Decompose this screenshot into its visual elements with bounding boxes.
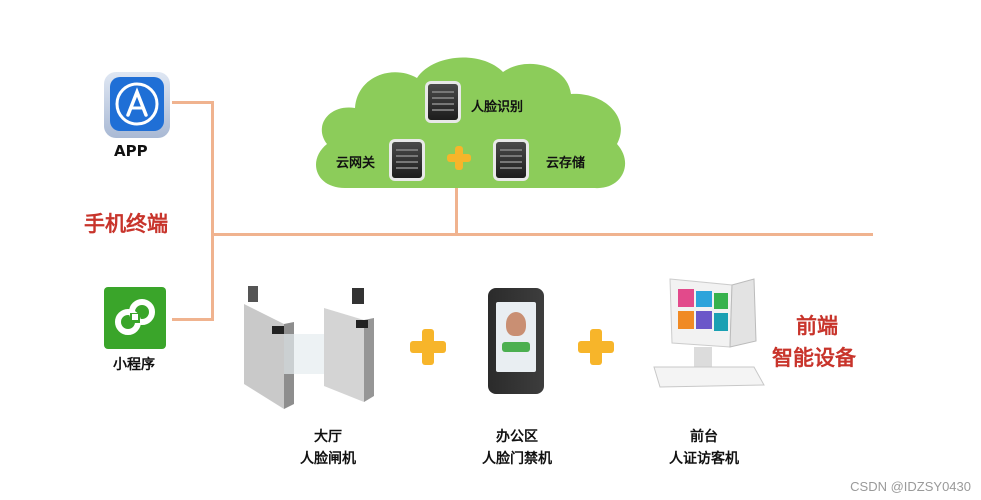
connector-main-bus: [211, 233, 873, 236]
gateway-label: 云网关: [336, 156, 376, 171]
face-recognition-server-icon: [428, 84, 458, 120]
cloud-shape: [315, 57, 626, 189]
visitor-caption: 前台 人证访客机: [652, 426, 756, 470]
app-store-icon[interactable]: [104, 72, 170, 138]
connector-left-vertical: [211, 101, 214, 321]
connector-cloud-drop: [455, 186, 458, 235]
access-caption-line2: 人脸门禁机: [482, 451, 552, 467]
front-devices-title-line1: 前端: [796, 314, 838, 338]
gate-caption-line2: 人脸闸机: [300, 451, 356, 467]
face-access-terminal-image: [488, 288, 544, 394]
miniprogram-label: 小程序: [113, 357, 155, 373]
plus-icon-access-visitor: [578, 329, 614, 365]
face-recognition-label: 人脸识别: [471, 100, 524, 115]
connector-miniprogram-to-bus: [172, 318, 214, 321]
connector-app-to-bus: [172, 101, 214, 104]
visitor-caption-line2: 人证访客机: [669, 451, 739, 467]
cloud-plus-icon: [447, 146, 471, 170]
watermark-text: CSDN @IDZSY0430: [850, 479, 971, 494]
gate-caption: 大厅 人脸闸机: [286, 426, 370, 470]
phone-terminal-title: 手机终端: [84, 212, 168, 236]
visitor-kiosk-image: [653, 278, 765, 388]
face-avatar-icon: [506, 312, 526, 336]
visitor-caption-line1: 前台: [690, 429, 718, 445]
storage-server-icon: [496, 142, 526, 178]
face-gate-turnstile-image: [244, 286, 374, 409]
access-caption: 办公区 人脸门禁机: [470, 426, 564, 470]
front-devices-title-line2: 智能设备: [772, 346, 856, 370]
access-caption-line1: 办公区: [496, 429, 538, 445]
gateway-server-icon: [392, 142, 422, 178]
miniprogram-icon[interactable]: [104, 287, 166, 349]
app-label: APP: [114, 142, 148, 160]
gate-caption-line1: 大厅: [314, 429, 342, 445]
plus-icon-gate-access: [410, 329, 446, 365]
storage-label: 云存储: [546, 156, 586, 171]
